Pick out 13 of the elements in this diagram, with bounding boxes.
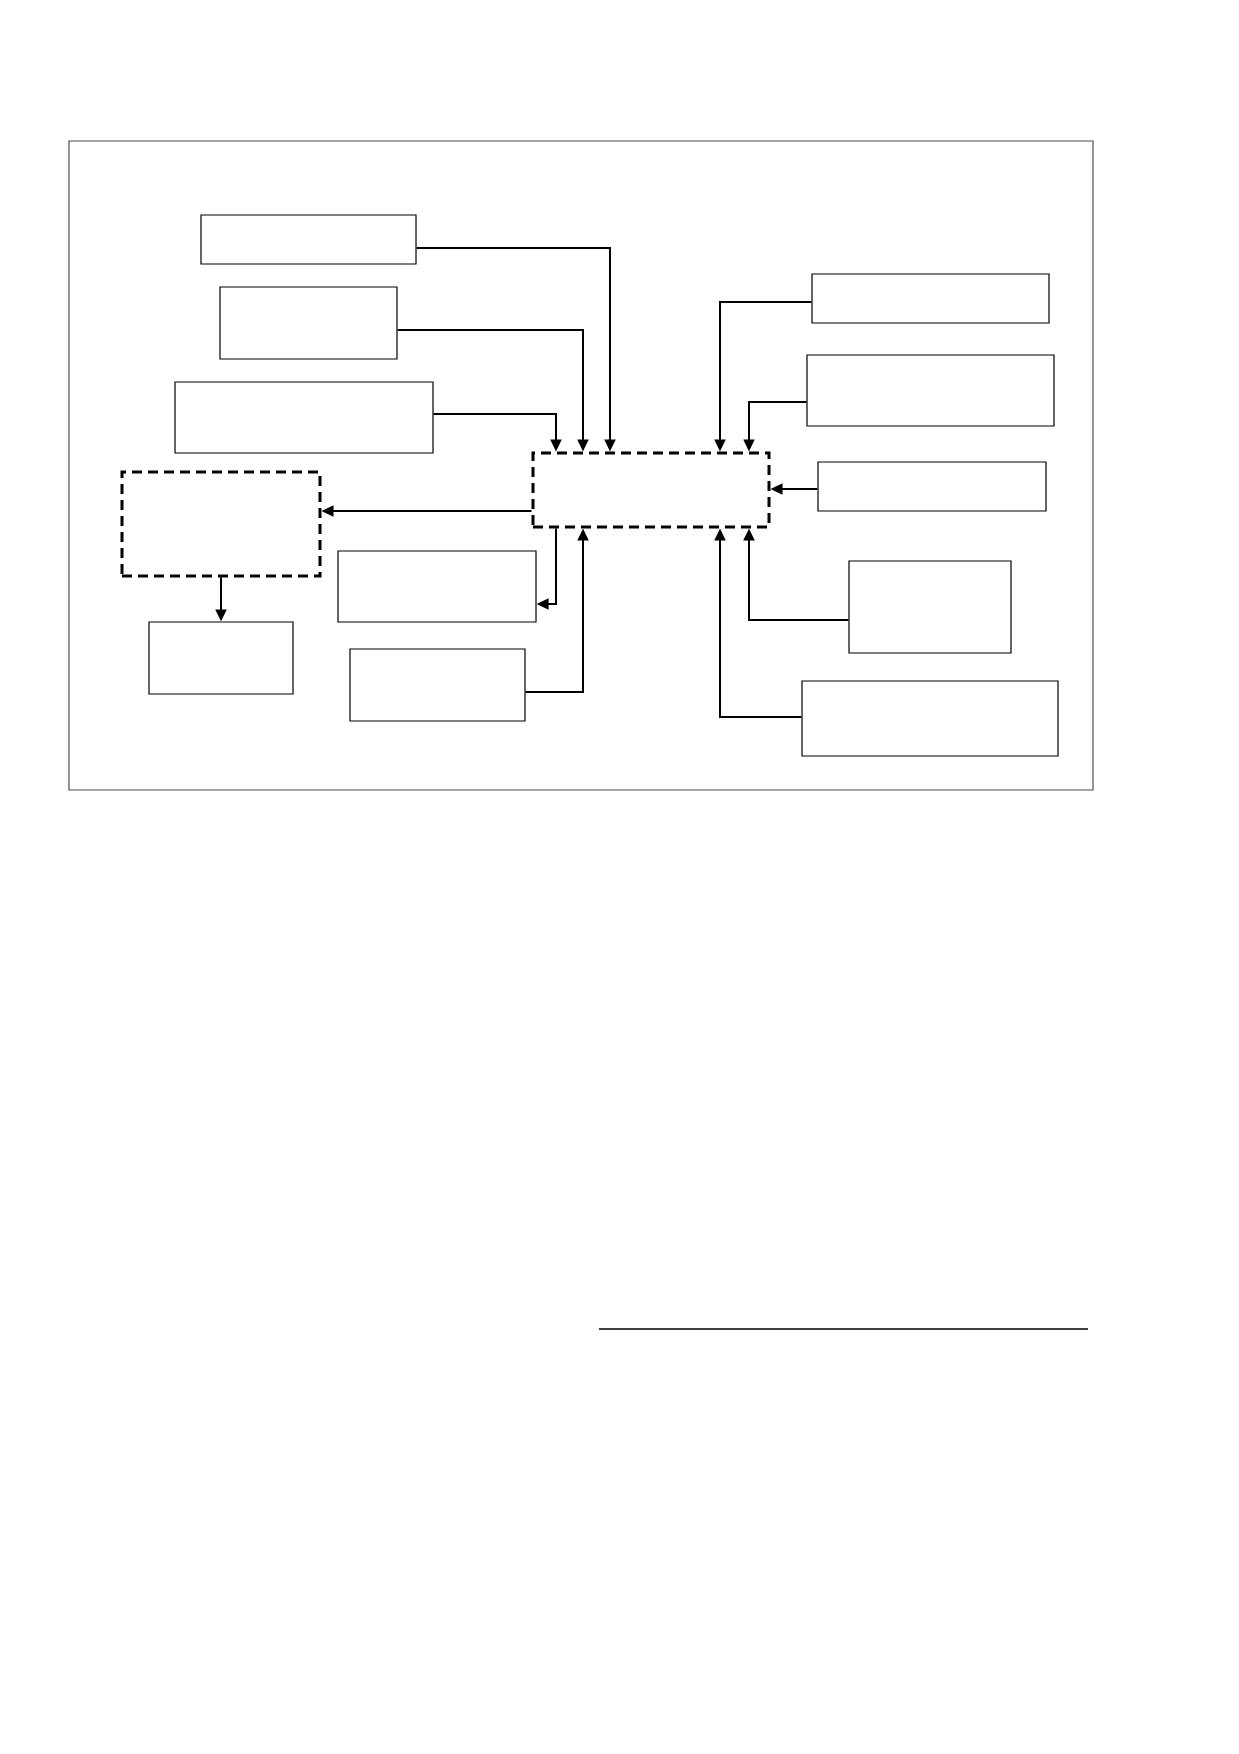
process-box (531, 451, 771, 529)
process-box (174, 381, 434, 454)
process-box (811, 273, 1050, 324)
process-box (349, 648, 526, 722)
process-box (337, 550, 537, 623)
process-box (219, 286, 398, 360)
process-box (120, 470, 322, 578)
process-box (200, 214, 417, 265)
process-box (817, 461, 1047, 512)
process-box (148, 621, 294, 695)
process-box (801, 680, 1059, 757)
process-box (848, 560, 1012, 654)
process-box (806, 354, 1055, 427)
